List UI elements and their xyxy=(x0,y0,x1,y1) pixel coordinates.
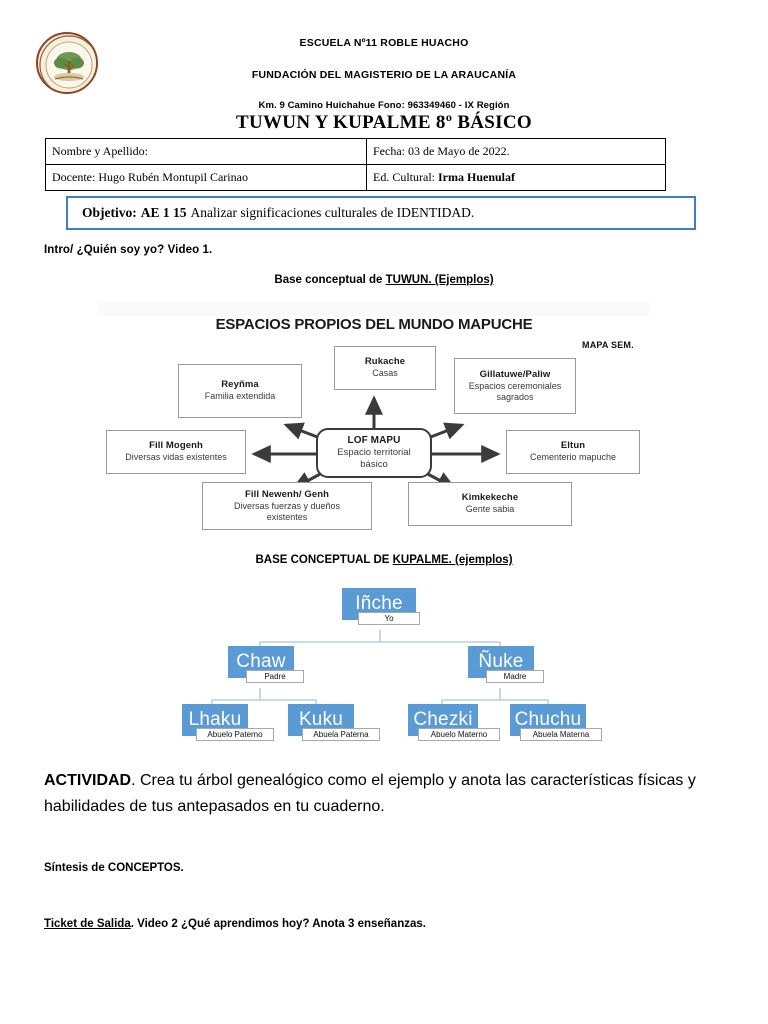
diagram-node-kimkekeche: Kimkekeche Gente sabia xyxy=(408,482,572,526)
field-ed-cultural: Ed. Cultural: Irma Huenulaf xyxy=(366,164,666,191)
tree-connector-lines xyxy=(211,630,549,712)
table-row: Nombre y Apellido: Fecha: 03 de Mayo de … xyxy=(45,138,666,165)
intro-line: Intro/ ¿Quién soy yo? Video 1. xyxy=(44,244,213,256)
kupalme-heading-prefix: BASE CONCEPTUAL DE xyxy=(255,554,393,566)
kupalme-heading-underlined: KUPALME. (ejemplos) xyxy=(392,554,513,566)
document-header: ESCUELA Nº11 ROBLE HUACHO FUNDACIÓN DEL … xyxy=(0,0,768,112)
actividad-paragraph: ACTIVIDAD. Crea tu árbol genealógico com… xyxy=(44,768,724,819)
diagram-node-reynma: Reyñma Familia extendida xyxy=(178,364,302,418)
crest-tree-icon xyxy=(39,35,96,92)
node-title: Fill Mogenh xyxy=(149,440,203,452)
school-name: ESCUELA Nº11 ROBLE HUACHO xyxy=(299,37,469,49)
node-title: Gillatuwe/Paliw xyxy=(479,368,551,380)
node-title: Eltun xyxy=(560,440,586,452)
diagram-title: ESPACIOS PROPIOS DEL MUNDO MAPUCHE xyxy=(215,316,533,333)
node-title: Rukache xyxy=(364,356,406,368)
node-subtitle: Diversas vidas existentes xyxy=(125,452,227,463)
actividad-text: . Crea tu árbol genealógico como el ejem… xyxy=(44,772,696,815)
node-subtitle: Gente sabia xyxy=(465,504,515,515)
page-title: TUWUN Y KUPALME 8º BÁSICO xyxy=(236,112,532,133)
ticket-salida-line: Ticket de Salida. Video 2 ¿Qué aprendimo… xyxy=(44,918,426,930)
field-docente: Docente: Hugo Rubén Montupil Carinao xyxy=(45,164,367,191)
ticket-text: . Video 2 ¿Qué aprendimos hoy? Anota 3 e… xyxy=(130,918,426,930)
diagram-node-lof-mapu: LOF MAPU Espacio territorial básico xyxy=(316,428,432,478)
kupalme-family-tree: Iñche Yo Chaw Padre Ñuke Madre Lhaku Abu… xyxy=(182,588,602,752)
objetivo-text: Analizar significaciones culturales de I… xyxy=(190,205,475,220)
tuwun-heading-underlined: TUWUN. (Ejemplos) xyxy=(385,274,494,286)
tuwun-heading-prefix: Base conceptual de xyxy=(274,274,386,286)
fecha-label: Fecha: xyxy=(373,143,408,158)
diagram-node-eltun: Eltun Cementerio mapuche xyxy=(506,430,640,474)
tree-label-inche: Yo xyxy=(358,612,420,625)
node-title: Reyñma xyxy=(221,379,259,391)
school-crest-icon xyxy=(36,32,98,94)
tree-label-chaw: Padre xyxy=(246,670,304,683)
node-subtitle: Casas xyxy=(372,368,398,379)
tree-label-kuku: Abuela Paterna xyxy=(302,728,380,741)
diagram-node-fill-newenh-genh: Fill Newenh/ Genh Diversas fuerzas y due… xyxy=(202,482,372,530)
student-info-table: Nombre y Apellido: Fecha: 03 de Mayo de … xyxy=(45,138,666,191)
tree-label-chezki: Abuelo Materno xyxy=(418,728,500,741)
objetivo-label: Objetivo: xyxy=(82,205,137,220)
tuwun-concept-diagram: ESPACIOS PROPIOS DEL MUNDO MAPUCHE MAPA … xyxy=(98,302,650,542)
diagram-node-gillatuwe-paliw: Gillatuwe/Paliw Espacios ceremoniales sa… xyxy=(454,358,576,414)
node-subtitle: Diversas fuerzas y dueños existentes xyxy=(233,500,341,522)
node-title: Fill Newenh/ Genh xyxy=(244,488,330,500)
field-nombre-apellido: Nombre y Apellido: xyxy=(45,138,367,165)
objetivo-box: Objetivo: AE 1 15 Analizar significacion… xyxy=(66,196,696,230)
diagram-node-rukache: Rukache Casas xyxy=(334,346,436,390)
diagram-corner-note: MAPA SEM. xyxy=(582,340,634,350)
node-subtitle: Cementerio mapuche xyxy=(529,452,617,463)
foundation-name: FUNDACIÓN DEL MAGISTERIO DE LA ARAUCANÍA xyxy=(251,69,517,81)
sintesis-line: Síntesis de CONCEPTOS. xyxy=(44,862,184,874)
node-title: Kimkekeche xyxy=(461,492,519,504)
kupalme-section-heading: BASE CONCEPTUAL DE KUPALME. (ejemplos) xyxy=(0,554,768,566)
table-row: Docente: Hugo Rubén Montupil Carinao Ed.… xyxy=(45,164,666,191)
node-subtitle-2: básico xyxy=(360,459,388,471)
tuwun-section-heading: Base conceptual de TUWUN. (Ejemplos) xyxy=(0,274,768,286)
tree-label-lhaku: Abuelo Paterno xyxy=(196,728,274,741)
node-subtitle: Familia extendida xyxy=(204,391,276,402)
ed-cultural-value: Irma Huenulaf xyxy=(438,169,516,184)
fecha-value: 03 de Mayo de 2022. xyxy=(408,143,510,158)
objetivo-code: AE 1 15 xyxy=(140,205,187,220)
actividad-lead: ACTIVIDAD xyxy=(44,772,132,789)
node-title: LOF MAPU xyxy=(347,434,401,446)
school-address: Km. 9 Camino Huichahue Fono: 963349460 -… xyxy=(258,100,510,111)
field-fecha: Fecha: 03 de Mayo de 2022. xyxy=(366,138,666,165)
diagram-node-fill-mogenh: Fill Mogenh Diversas vidas existentes xyxy=(106,430,246,474)
node-subtitle: Espacio territorial xyxy=(337,447,411,459)
node-subtitle: Espacios ceremoniales sagrados xyxy=(468,380,562,402)
ed-cultural-label: Ed. Cultural: xyxy=(373,169,438,184)
tree-label-nuke: Madre xyxy=(486,670,544,683)
tree-label-chuchu: Abuela Materna xyxy=(520,728,602,741)
ticket-label: Ticket de Salida xyxy=(44,918,131,930)
